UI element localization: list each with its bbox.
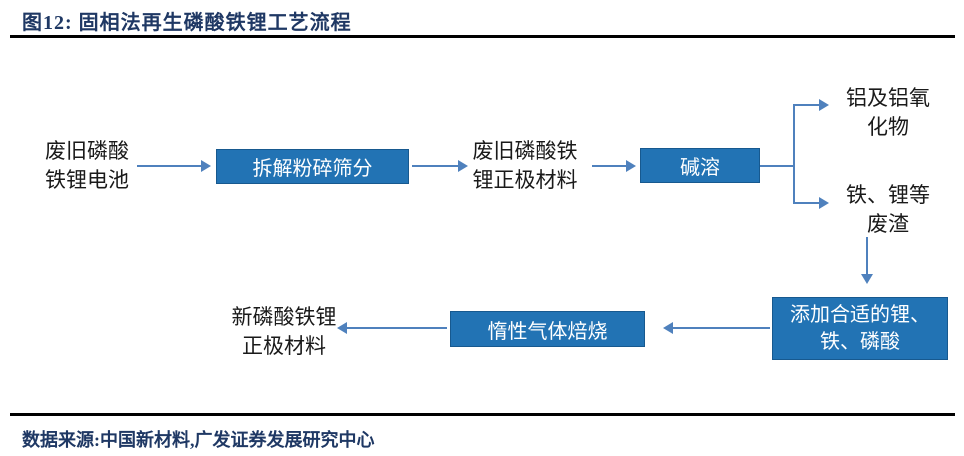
arrowhead-left-icon <box>337 322 347 334</box>
arrowhead-down-icon <box>861 274 873 284</box>
arrowhead-right-icon <box>201 160 211 172</box>
label-waste-battery: 废旧磷酸 铁锂电池 <box>45 139 129 192</box>
source-divider <box>10 413 955 416</box>
arrow-line-roasting-to-new <box>347 327 447 329</box>
process-box-crush-sieve: 拆解粉碎筛分 <box>216 149 409 184</box>
label-aluminum-oxide: 铝及铝氧 化物 <box>846 86 930 139</box>
arrow-line-cathode-to-alkali <box>592 165 626 167</box>
arrow-line-battery-to-crush <box>137 165 201 167</box>
connector-branch-vertical <box>793 104 795 204</box>
arrowhead-right-icon <box>458 160 468 172</box>
arrow-line-residue-to-add <box>866 237 868 275</box>
arrowhead-right-icon <box>819 197 829 209</box>
arrow-line-crush-to-cathode <box>412 165 458 167</box>
arrowhead-right-icon <box>819 99 829 111</box>
process-box-inert-roasting: 惰性气体焙烧 <box>450 311 645 347</box>
arrowhead-left-icon <box>663 322 673 334</box>
figure-title: 图12: 固相法再生磷酸铁锂工艺流程 <box>22 12 352 34</box>
arrow-line-to-aluminum <box>793 104 819 106</box>
title-divider <box>10 35 955 38</box>
label-new-cathode: 新磷酸铁锂 正极材料 <box>231 305 337 358</box>
source-note: 数据来源:中国新材料,广发证券发展研究中心 <box>22 430 375 450</box>
arrow-line-add-to-roasting <box>673 327 770 329</box>
arrowhead-right-icon <box>626 160 636 172</box>
connector-alkali-stub <box>760 165 794 167</box>
label-waste-cathode: 废旧磷酸铁 锂正极材料 <box>472 139 578 192</box>
label-waste-residue: 铁、锂等 废渣 <box>846 183 930 236</box>
arrow-line-to-residue <box>793 202 819 204</box>
process-box-alkali-dissolution: 碱溶 <box>640 148 760 183</box>
process-box-add-materials: 添加合适的锂、 铁、磷酸 <box>772 297 948 360</box>
